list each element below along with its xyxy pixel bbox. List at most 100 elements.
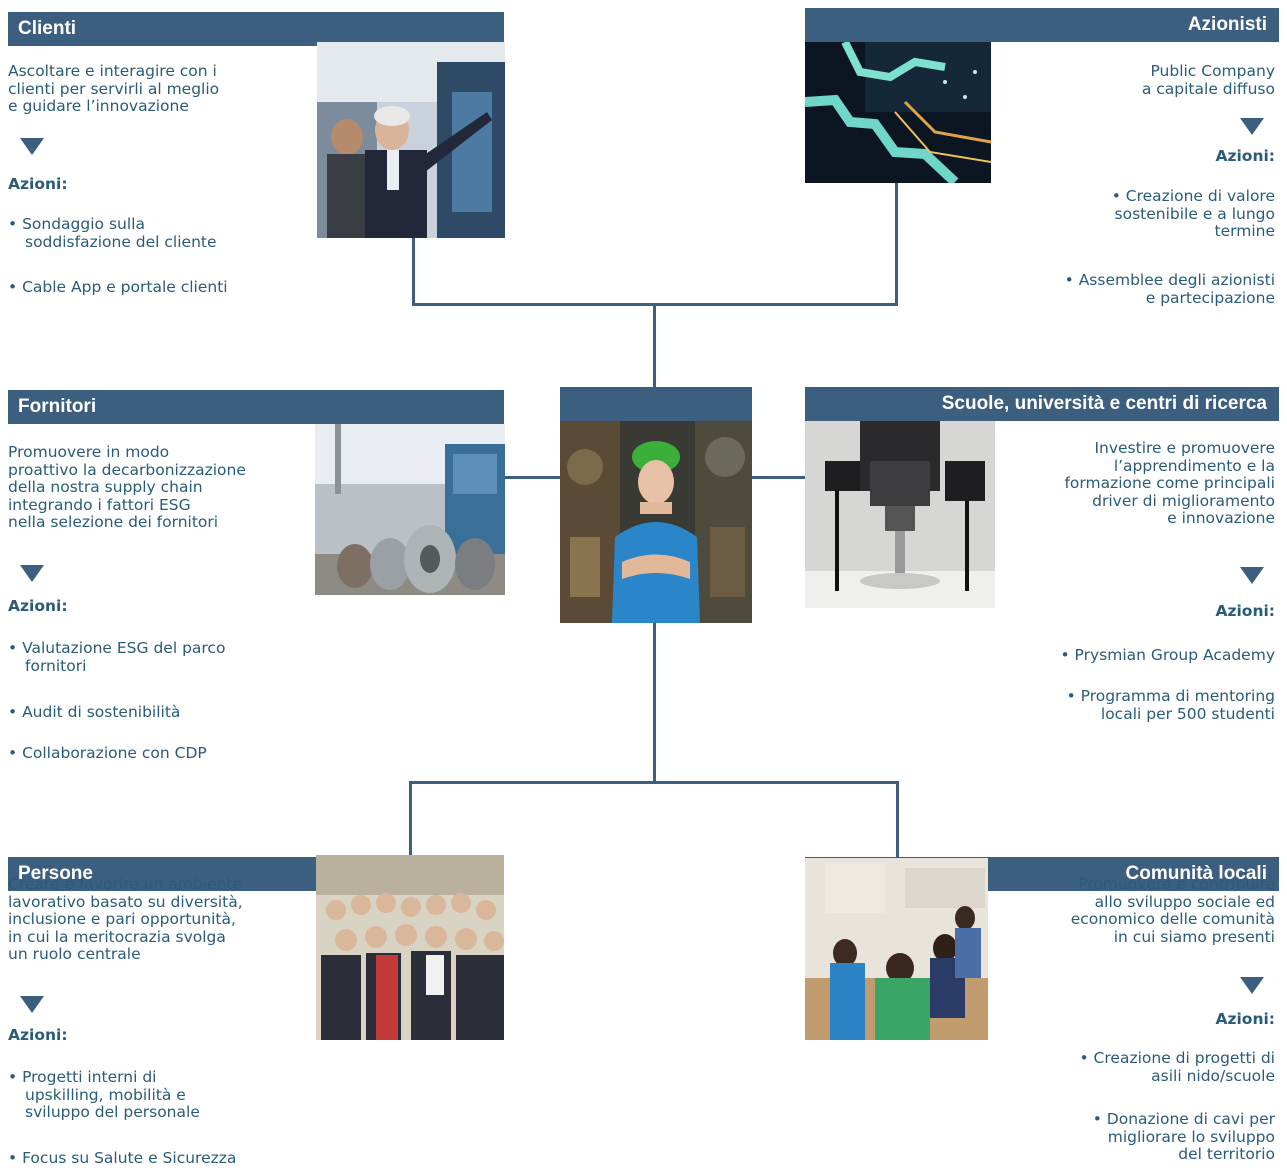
desc-line: in cui la meritocrazia svolga: [8, 927, 226, 946]
comunita-photo: [805, 858, 988, 1040]
desc-line: e innovazione: [1167, 509, 1275, 527]
action-line: e partecipazione: [1145, 288, 1275, 307]
desc-line: nella selezione dei fornitori: [8, 513, 219, 531]
desc-line: Ascoltare e interagire con i: [8, 62, 217, 80]
action-line: • Sondaggio sulla: [8, 215, 145, 233]
desc-line: e guidare l’innovazione: [8, 97, 189, 115]
action-line: • Assemblee degli azionisti: [1064, 271, 1275, 289]
desc-line: un ruolo centrale: [8, 945, 141, 963]
desc-line: clienti per servirli al meglio: [8, 79, 220, 98]
action-line: • Focus su Salute e Sicurezza: [8, 1149, 237, 1167]
desc-line: a capitale diffuso: [1141, 79, 1275, 98]
desc-line: Creare e favorire un ambiente: [8, 875, 242, 893]
scuole-header: Scuole, università e centri di ricerca: [805, 387, 1279, 421]
connector-center-bottom: [653, 623, 656, 783]
comunita-action-item: • Creazione di progetti di asili nido/sc…: [979, 1049, 1275, 1085]
desc-line: driver di miglioramento: [1092, 491, 1275, 510]
fornitori-action-item: • Audit di sostenibilità: [8, 703, 308, 722]
action-line: • Prysmian Group Academy: [1060, 646, 1275, 664]
connector-azionisti-vertical: [895, 183, 898, 305]
action-line: soddisfazione del cliente: [25, 232, 217, 251]
desc-line: della nostra supply chain: [8, 478, 203, 496]
azionisti-header: Azionisti: [805, 8, 1279, 42]
desc-line: lavorativo basato su diversità,: [8, 892, 243, 911]
clienti-description: Ascoltare e interagire con i clienti per…: [8, 62, 308, 116]
connector-top-horizontal: [412, 303, 898, 306]
persone-action-item: • Focus su Salute e Sicurezza: [8, 1149, 308, 1168]
action-line: • Programma di mentoring: [1066, 687, 1275, 705]
connector-clienti-vertical: [412, 238, 415, 305]
azionisti-azioni-label: Azioni:: [1215, 147, 1275, 165]
persone-azioni-label: Azioni:: [8, 1026, 68, 1044]
down-triangle-icon: [20, 138, 44, 155]
action-line: • Progetti interni di: [8, 1068, 157, 1086]
action-line: • Valutazione ESG del parco: [8, 639, 226, 657]
scuole-action-item: • Prysmian Group Academy: [979, 646, 1275, 665]
scuole-action-item: • Programma di mentoring locali per 500 …: [979, 687, 1275, 723]
action-line: migliorare lo sviluppo: [1107, 1127, 1275, 1146]
down-triangle-icon: [1240, 977, 1264, 994]
fornitori-description: Promuovere in modo proattivo la decarbon…: [8, 443, 308, 532]
desc-line: Investire e promuovere: [1094, 439, 1275, 457]
center-photo: [560, 387, 752, 623]
desc-line: l’apprendimento e la: [1113, 456, 1275, 475]
connector-center-top: [653, 305, 656, 388]
fornitori-action-item: • Collaborazione con CDP: [8, 744, 308, 763]
scuole-azioni-label: Azioni:: [1215, 602, 1275, 620]
desc-line: in cui siamo presenti: [1113, 927, 1275, 946]
azionisti-action-item: • Assemblee degli azionisti e partecipaz…: [979, 271, 1275, 307]
connector-bottom-horizontal: [409, 781, 899, 784]
down-triangle-icon: [20, 996, 44, 1013]
fornitori-header: Fornitori: [8, 390, 504, 424]
comunita-description: Promuovere e contribuire allo sviluppo s…: [979, 875, 1275, 946]
persone-action-item: • Progetti interni di upskilling, mobili…: [8, 1068, 308, 1122]
action-line: asili nido/scuole: [1151, 1066, 1275, 1085]
desc-line: integrando i fattori ESG: [8, 495, 191, 514]
action-line: locali per 500 studenti: [1100, 704, 1275, 723]
azionisti-action-item: • Creazione di valore sostenibile e a lu…: [979, 187, 1275, 241]
down-triangle-icon: [1240, 567, 1264, 584]
persone-photo: [316, 855, 504, 1040]
clienti-azioni-label: Azioni:: [8, 175, 68, 193]
desc-line: formazione come principali: [1064, 474, 1275, 492]
comunita-azioni-label: Azioni:: [1215, 1010, 1275, 1028]
down-triangle-icon: [1240, 118, 1264, 135]
action-line: • Creazione di valore: [1111, 187, 1275, 205]
desc-line: allo sviluppo sociale ed: [1094, 892, 1275, 911]
azionisti-description: Public Company a capitale diffuso: [979, 62, 1275, 98]
connector-comunita-vertical: [896, 781, 899, 857]
action-line: • Audit di sostenibilità: [8, 703, 181, 721]
action-line: • Creazione di progetti di: [1079, 1049, 1275, 1067]
clienti-photo: [317, 42, 505, 238]
down-triangle-icon: [20, 565, 44, 582]
connector-persone-vertical: [409, 781, 412, 857]
action-line: upskilling, mobilità e: [25, 1085, 186, 1104]
action-line: fornitori: [25, 656, 87, 675]
action-line: • Collaborazione con CDP: [8, 744, 207, 762]
scuole-photo: [805, 421, 995, 608]
desc-line: Promuovere in modo: [8, 443, 170, 461]
fornitori-photo: [315, 424, 505, 595]
scuole-description: Investire e promuovere l’apprendimento e…: [979, 439, 1275, 528]
desc-line: economico delle comunità: [1070, 910, 1275, 928]
action-line: • Donazione di cavi per: [1092, 1110, 1275, 1128]
fornitori-azioni-label: Azioni:: [8, 597, 68, 615]
action-line: • Cable App e portale clienti: [8, 278, 228, 296]
azionisti-photo: [805, 42, 991, 183]
desc-line: Public Company: [1150, 62, 1275, 80]
desc-line: Promuovere e contribuire: [1078, 875, 1275, 893]
connector-scuole: [752, 476, 805, 479]
action-line: sviluppo del personale: [25, 1103, 200, 1121]
action-line: sostenibile e a lungo: [1114, 204, 1275, 223]
action-line: del territorio: [1178, 1145, 1275, 1163]
fornitori-action-item: • Valutazione ESG del parco fornitori: [8, 639, 308, 675]
connector-fornitori: [505, 476, 560, 479]
action-line: termine: [1214, 222, 1275, 240]
persone-description: Creare e favorire un ambiente lavorativo…: [8, 875, 308, 964]
comunita-action-item: • Donazione di cavi per migliorare lo sv…: [979, 1110, 1275, 1164]
desc-line: inclusione e pari opportunità,: [8, 910, 236, 928]
clienti-action-item: • Sondaggio sulla soddisfazione del clie…: [8, 215, 308, 251]
clienti-action-item: • Cable App e portale clienti: [8, 278, 308, 297]
desc-line: proattivo la decarbonizzazione: [8, 460, 246, 479]
clienti-header: Clienti: [8, 12, 504, 46]
